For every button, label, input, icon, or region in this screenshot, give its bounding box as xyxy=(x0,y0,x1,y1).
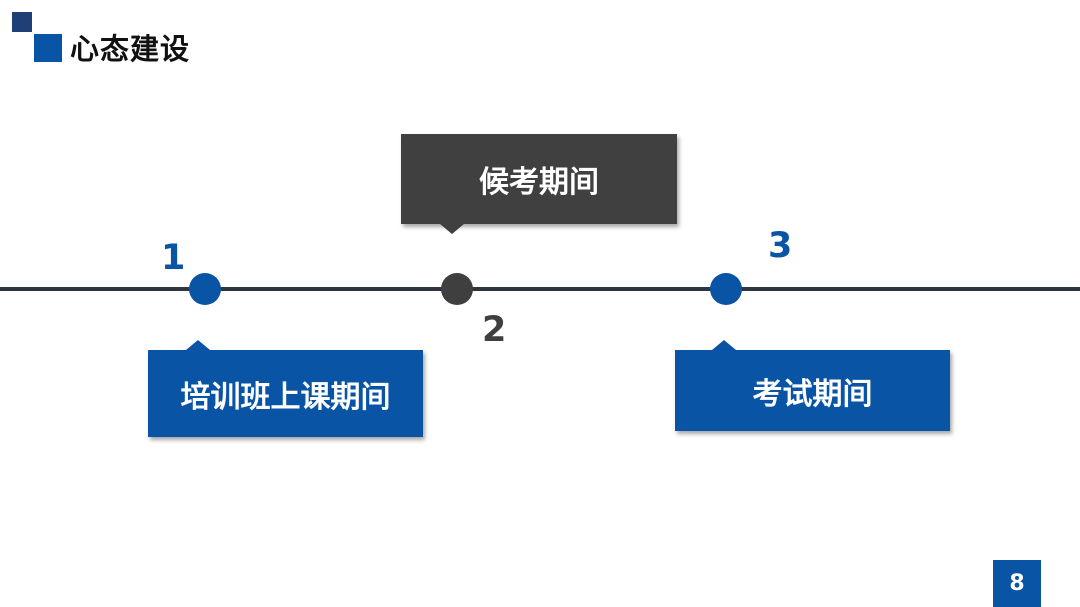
stage-label-1: 培训班上课期间 xyxy=(180,379,391,415)
stage-label-2: 候考期间 xyxy=(479,165,599,200)
callout-pointer-2 xyxy=(440,224,464,234)
stage-label-3: 考试期间 xyxy=(752,376,873,412)
page-number-badge: 8 xyxy=(993,560,1041,607)
stage-callout-1: 培训班上课期间 xyxy=(148,350,423,437)
timeline-dot-1 xyxy=(189,273,221,305)
timeline-dot-2 xyxy=(441,273,473,305)
timeline-dot-3 xyxy=(710,273,742,305)
callout-pointer-1 xyxy=(186,340,210,350)
logo-square-blue xyxy=(34,34,62,62)
timeline-line xyxy=(0,287,1080,291)
logo-square-dark xyxy=(12,12,32,32)
page-number: 8 xyxy=(1009,571,1025,596)
page-title: 心态建设 xyxy=(70,32,191,66)
callout-pointer-3 xyxy=(712,340,736,350)
stage-callout-3: 考试期间 xyxy=(675,350,950,431)
stage-callout-2: 候考期间 xyxy=(401,134,677,224)
stage-number-2: 2 xyxy=(482,310,507,350)
stage-number-1: 1 xyxy=(161,238,186,278)
stage-number-3: 3 xyxy=(768,226,793,266)
